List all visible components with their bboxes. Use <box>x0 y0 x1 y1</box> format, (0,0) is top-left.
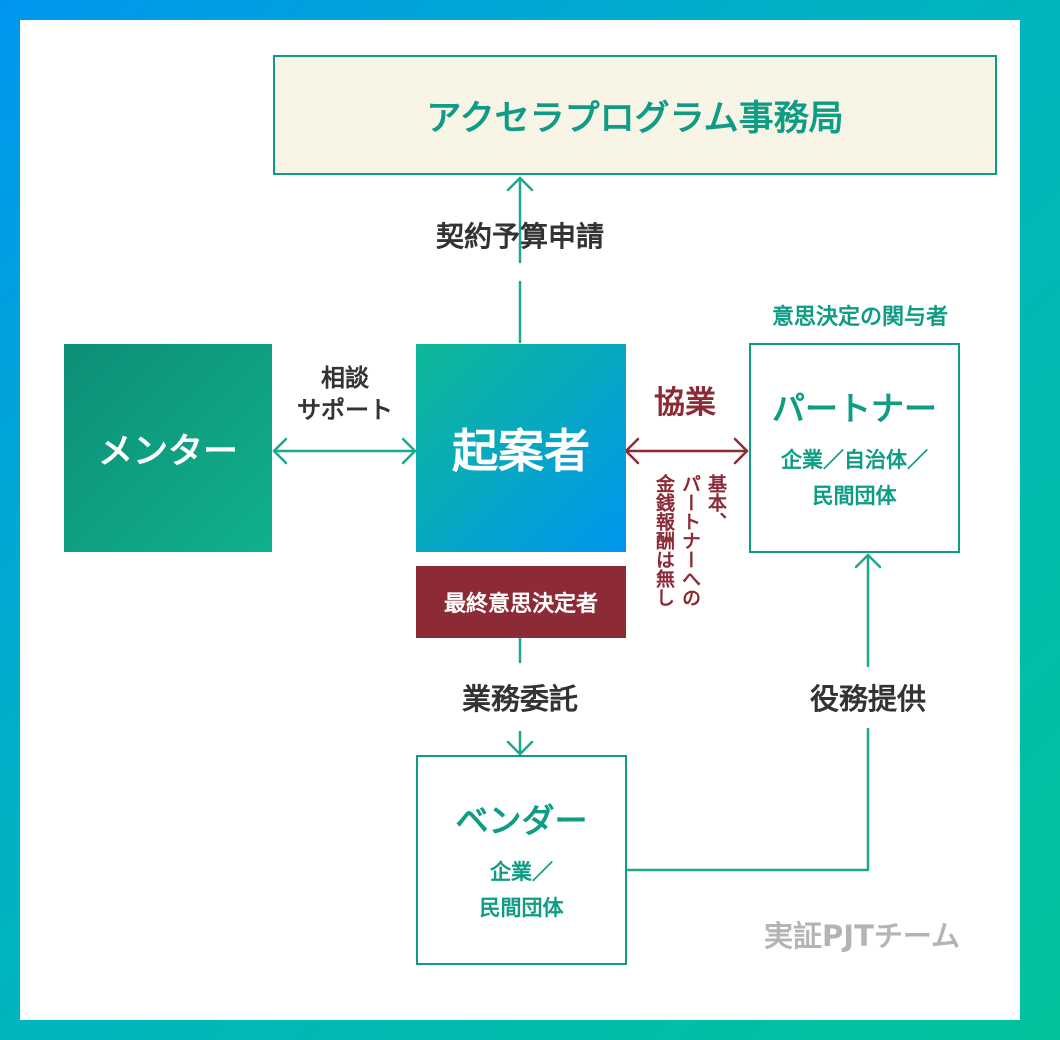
service-label: 役務提供 <box>809 682 926 716</box>
connector-layer <box>272 176 882 872</box>
collab-note: 基本、 パートナーへの 金銭報酬は無し <box>650 474 730 644</box>
decision-maker-badge: 最終意思決定者 <box>416 566 626 638</box>
partner-sub-line1: 企業／自治体／ <box>781 448 928 472</box>
vendor-box: ベンダー 企業／ 民間団体 <box>416 755 627 965</box>
collab-label: 協業 <box>654 385 716 421</box>
team-label: 実証PJTチーム <box>764 919 960 953</box>
consult-label-line1: 相談 <box>321 364 369 392</box>
outsourcing-label: 業務委託 <box>461 682 578 716</box>
arrowhead-to-proposer <box>401 437 417 465</box>
contract-label: 契約予算申請 <box>435 220 604 253</box>
mentor-box: メンター <box>64 344 272 552</box>
partner-tag: 意思決定の関与者 <box>771 305 948 330</box>
collab-note-col1: 基本、 <box>705 474 727 531</box>
vendor-sub-line1: 企業／ <box>490 860 553 884</box>
arrowhead-to-mentor <box>272 437 288 465</box>
partner-box: パートナー 企業／自治体／ 民間団体 <box>749 343 960 553</box>
consult-label-line2: サポート <box>297 396 393 424</box>
vendor-sub-line2: 民間団体 <box>479 896 564 920</box>
arrowhead-to-secretariat <box>506 176 534 192</box>
arrowhead-to-vendor <box>506 740 534 756</box>
proposer-label: 起案者 <box>452 424 590 478</box>
proposer-box: 起案者 <box>416 344 626 552</box>
decision-maker-label: 最終意思決定者 <box>443 592 598 617</box>
secretariat-label: アクセラプログラム事務局 <box>426 98 844 139</box>
partner-label: パートナー <box>772 389 937 428</box>
secretariat-box: アクセラプログラム事務局 <box>273 55 997 175</box>
vendor-label: ベンダー <box>455 801 588 840</box>
collab-arrowhead-right <box>733 437 749 465</box>
collab-arrowhead-left <box>624 437 640 465</box>
diagram-canvas: アクセラプログラム事務局 契約予算申請 メンター 相談 サポート 起案者 最終意… <box>20 20 1020 1020</box>
mentor-label: メンター <box>97 431 238 472</box>
collab-note-col3: 金銭報酬は無し <box>653 474 675 607</box>
service-line-lower <box>626 727 870 872</box>
partner-sub-line2: 民間団体 <box>812 484 897 508</box>
collab-note-col2: パートナーへの <box>679 474 701 607</box>
consult-label: 相談 サポート <box>270 362 420 426</box>
arrowhead-to-partner <box>854 553 882 569</box>
